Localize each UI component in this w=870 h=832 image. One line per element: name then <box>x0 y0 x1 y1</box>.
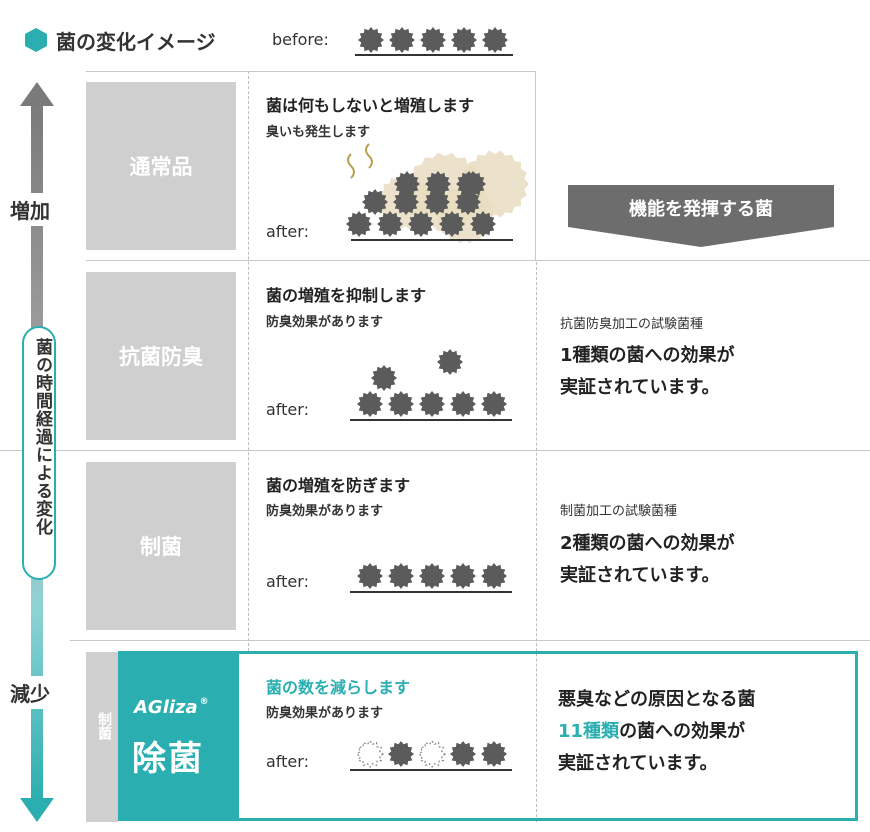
row-sub-text: 防臭効果があります <box>266 315 384 330</box>
agliza-highlight-frame <box>236 651 858 821</box>
category-antibacterial: 抗菌防臭 <box>86 272 236 440</box>
category-small-label: 制菌 <box>96 712 112 740</box>
hexagon-icon <box>25 28 47 52</box>
suppressed-germs-icon <box>350 349 512 421</box>
grid-line <box>536 262 537 822</box>
multiplying-germs-icon <box>346 143 529 244</box>
function-banner: 機能を発揮する菌 <box>568 185 834 247</box>
germ-icon <box>357 391 383 417</box>
category-small-bacteriostatic: 制菌 <box>86 652 118 822</box>
germ-icon <box>420 27 446 53</box>
germ-icon <box>408 211 434 237</box>
germ-icon <box>481 563 507 589</box>
germ-icon <box>388 563 414 589</box>
effect-line: 悪臭などの原因となる菌 <box>558 689 756 710</box>
category-normal: 通常品 <box>86 82 236 250</box>
title-row: 菌の変化イメージ <box>24 24 216 56</box>
germ-icon <box>419 391 445 417</box>
row-sub-text: 臭いも発生します <box>266 125 371 140</box>
effect-line: 11種類の菌への効果が <box>558 716 755 748</box>
grid-line <box>86 260 870 261</box>
germ-icon <box>388 391 414 417</box>
after-label: after: <box>266 752 309 771</box>
prevented-germs-icon <box>350 563 512 593</box>
germ-removed-icon <box>418 740 446 768</box>
after-label: after: <box>266 222 309 241</box>
germ-icon <box>450 563 476 589</box>
effect-highlight: 11種類 <box>558 721 620 742</box>
brand-name: AGliza <box>134 697 198 718</box>
effect-line: 実証されています。 <box>560 565 720 586</box>
grid-line <box>248 71 249 651</box>
germ-icon <box>425 171 451 197</box>
after-label: after: <box>266 572 309 591</box>
germ-icon <box>377 211 403 237</box>
function-banner-label: 機能を発揮する菌 <box>629 198 773 220</box>
effect-line-rest: の菌への効果が <box>619 721 746 742</box>
test-species-label: 制菌加工の試験菌種 <box>560 504 678 519</box>
row-main-text: 菌の数を減らします <box>266 678 411 697</box>
germ-icon <box>388 741 414 767</box>
germ-icon <box>460 171 486 197</box>
germ-icon <box>470 211 496 237</box>
effect-text: 1種類の菌への効果が 実証されています。 <box>560 340 735 404</box>
effect-line: 実証されています。 <box>560 377 720 398</box>
effect-text: 悪臭などの原因となる菌 11種類の菌への効果が 実証されています。 <box>558 684 755 780</box>
germ-removed-icon <box>356 740 384 768</box>
category-bacteriostatic: 制菌 <box>86 462 236 630</box>
germ-icon <box>346 211 372 237</box>
germ-icon <box>450 741 476 767</box>
effect-line: 1種類の菌への効果が <box>560 345 735 366</box>
grid-line <box>70 640 870 641</box>
germ-icon <box>393 189 419 215</box>
germ-icon <box>481 741 507 767</box>
germ-icon <box>357 563 383 589</box>
before-germs-icon <box>355 27 513 56</box>
test-species-label: 抗菌防臭加工の試験菌種 <box>560 317 704 332</box>
effect-line: 2種類の菌への効果が <box>560 533 735 554</box>
germ-icon <box>419 563 445 589</box>
label-decrease: 減少 <box>10 676 50 709</box>
agliza-brand: AGliza® <box>134 697 209 718</box>
category-agliza-sterilization: AGliza® 除菌 <box>118 651 238 821</box>
reduced-germs-icon <box>350 740 512 771</box>
row-sub-text: 防臭効果があります <box>266 504 384 519</box>
time-label-pill: 菌の時間経過による変化 <box>22 326 56 580</box>
label-increase: 増加 <box>10 193 50 226</box>
germ-icon <box>439 211 465 237</box>
germ-icon <box>394 171 420 197</box>
germ-icon <box>371 365 397 391</box>
row-main-text: 菌の増殖を防ぎます <box>266 476 411 495</box>
page-title: 菌の変化イメージ <box>56 29 216 54</box>
before-label: before: <box>272 30 329 49</box>
germ-icon <box>451 27 477 53</box>
grid-line <box>86 71 536 72</box>
time-label: 菌の時間経過による変化 <box>32 338 52 536</box>
germ-icon <box>455 189 481 215</box>
germ-icon <box>362 189 388 215</box>
germ-icon <box>450 391 476 417</box>
germ-icon <box>437 349 463 375</box>
effect-text: 2種類の菌への効果が 実証されています。 <box>560 528 735 592</box>
effect-line: 実証されています。 <box>558 753 718 774</box>
germ-icon <box>424 189 450 215</box>
germ-icon <box>389 27 415 53</box>
agliza-category-name: 除菌 <box>132 739 204 779</box>
germ-icon <box>481 391 507 417</box>
germ-icon <box>358 27 384 53</box>
germ-icon <box>482 27 508 53</box>
row-sub-text: 防臭効果があります <box>266 706 384 721</box>
grid-line <box>535 71 536 261</box>
grid-line <box>0 450 870 451</box>
row-main-text: 菌の増殖を抑制します <box>266 286 427 305</box>
registered-mark: ® <box>199 697 209 707</box>
row-main-text: 菌は何もしないと増殖します <box>266 96 475 115</box>
after-label: after: <box>266 400 309 419</box>
